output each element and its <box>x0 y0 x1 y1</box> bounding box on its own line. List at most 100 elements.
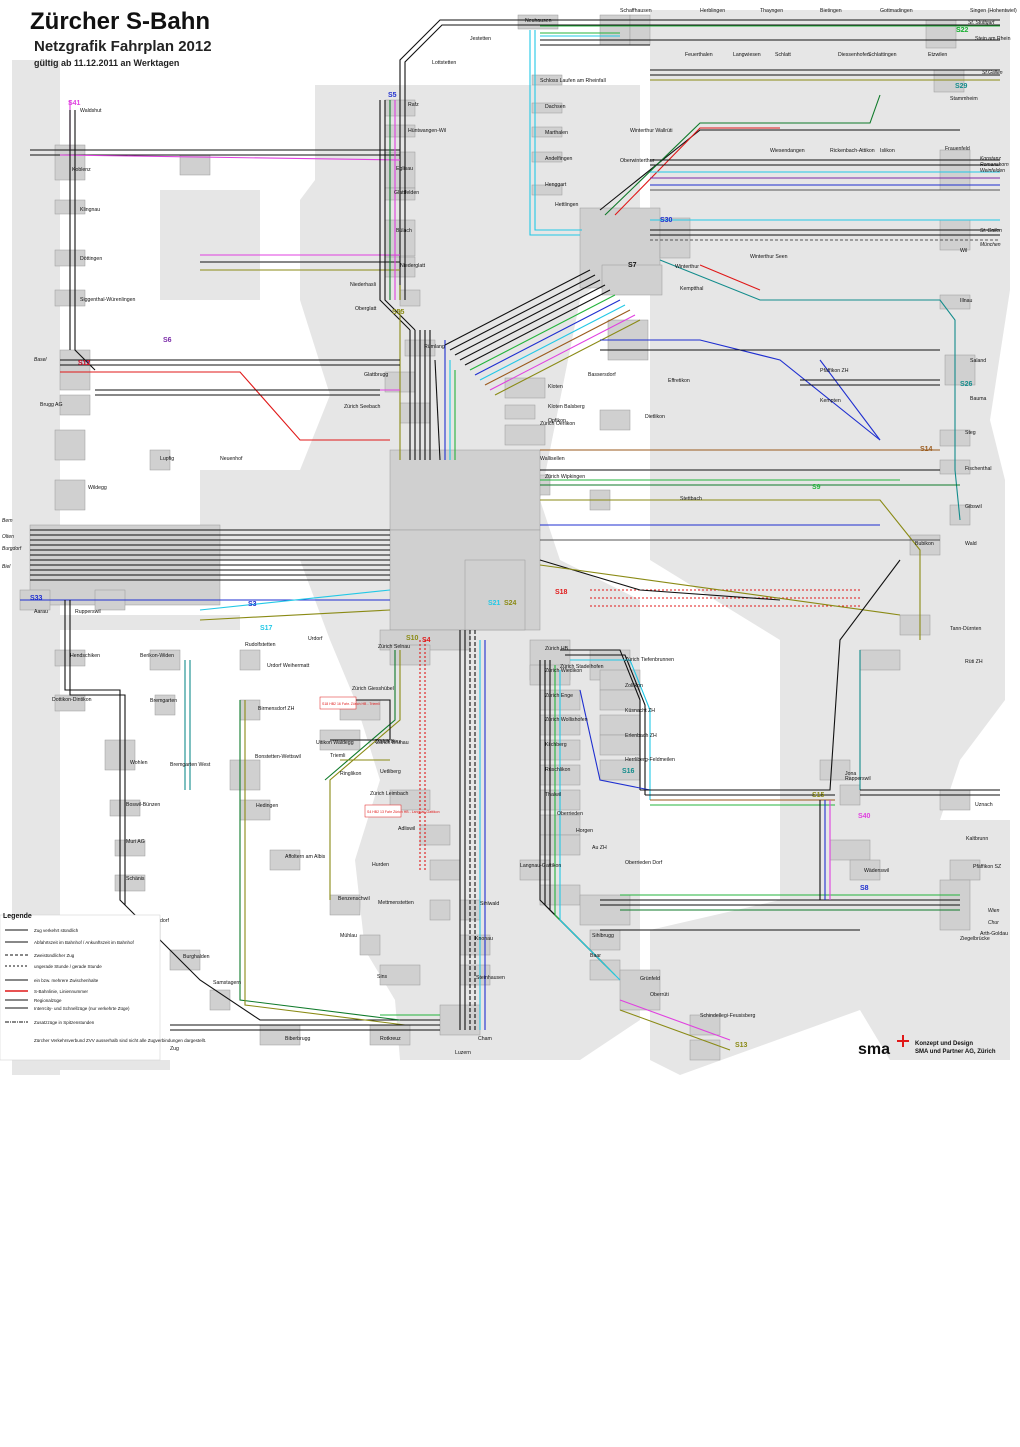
node-115 <box>259 1024 301 1046</box>
line-badge: S15 <box>812 792 825 799</box>
station-label: Hurden <box>372 862 389 868</box>
line-badges: S2S3S4S5S6S7S8S9S10S11S12S13S14S15S16S17… <box>30 27 973 1049</box>
line-badge: S55 <box>392 309 405 316</box>
station-label: Döttingen <box>80 256 102 262</box>
legend-item: Interrcity- und Schnellzüge (nur verkehr… <box>34 1006 130 1011</box>
line-badge: S33 <box>30 595 43 602</box>
station-label: Hedingen <box>256 803 278 809</box>
node-51 <box>464 559 526 631</box>
network-lines <box>20 19 1000 1051</box>
station-label: Bremgarten West <box>170 762 211 768</box>
station-label: Hettlingen <box>555 202 578 208</box>
station-label: Benzenschwil <box>338 896 370 902</box>
node-3 <box>925 19 957 49</box>
node-106 <box>359 934 381 956</box>
node-83 <box>839 784 861 806</box>
note-text: S18 HB2 16 Fahr. Zürich HB - Triemli <box>322 702 380 706</box>
direction-label: Weinfelden <box>980 168 1005 174</box>
station-label: Zürich Wiedikon <box>545 668 582 674</box>
station-label: Dottikon-Dintikon <box>52 697 92 703</box>
track-12 <box>599 129 960 211</box>
node-64 <box>859 649 901 671</box>
station-label: Schaffhausen <box>620 8 652 14</box>
node-66 <box>599 689 641 711</box>
track-4 <box>534 30 582 231</box>
track-58 <box>479 304 626 381</box>
track-3 <box>529 30 580 236</box>
station-label: Kilchberg <box>545 742 567 748</box>
station-label: Oberrieden <box>557 811 583 817</box>
station-label: Rüschlikon <box>545 767 570 773</box>
line-badge: S12 <box>78 360 91 367</box>
direction-label: St. Stuttgart <box>968 20 995 26</box>
station-label: Muri AG <box>126 839 145 845</box>
node-111 <box>589 959 621 981</box>
legend-item: Zweistündlicher Zug <box>34 953 75 958</box>
station-label: Zürich Leimbach <box>370 791 408 797</box>
station-label: Zug <box>170 1046 179 1052</box>
station-label: Aarau <box>34 609 48 615</box>
direction-label: St.Gallen <box>982 70 1003 76</box>
station-label: Winterthur Seen <box>750 254 788 260</box>
station-label: Steg <box>965 430 976 436</box>
station-label: Opfikon <box>548 418 566 424</box>
track-61 <box>494 319 641 396</box>
station-label: Burghalden <box>183 954 210 960</box>
legend-item: Zusatzzüge in Spitzenstunden <box>34 1020 95 1025</box>
track-116 <box>579 689 651 791</box>
station-label: Bubikon <box>915 541 934 547</box>
node-112 <box>619 969 661 1011</box>
station-label: Bauma <box>970 396 987 402</box>
track-60 <box>489 314 636 391</box>
track-140 <box>244 700 406 1026</box>
station-label: Illnau <box>960 298 973 304</box>
track-25 <box>659 259 961 521</box>
line-badge: S40 <box>858 813 871 820</box>
track-84 <box>539 564 901 616</box>
station-label: Bremgarten <box>150 698 177 704</box>
legend-item: Abfahrtszeit im Bahnhof / Ankunftszeit i… <box>34 940 135 945</box>
node-32 <box>59 394 91 416</box>
station-label: Berikon-Widen <box>140 653 174 659</box>
legend-item: ungerade Stunde / gerade Stunde <box>34 964 102 969</box>
track-56 <box>469 294 616 371</box>
station-label: Cham <box>478 1036 492 1042</box>
station-label: Zürich Seebach <box>344 404 380 410</box>
line-badge: S17 <box>260 625 273 632</box>
station-label: Uznach <box>975 802 993 808</box>
track-55 <box>464 289 611 366</box>
station-label: Zürich Stadelhofen <box>560 664 604 670</box>
station-label: Mettmenstetten <box>378 900 414 906</box>
track-139 <box>239 700 401 1021</box>
node-68 <box>154 694 176 716</box>
line-badge: S29 <box>955 83 968 90</box>
track-121 <box>559 670 621 981</box>
direction-label: Olten <box>2 534 14 540</box>
station-label: Knonau <box>475 936 493 942</box>
node-118 <box>689 1039 721 1061</box>
validity-note: gültig ab 11.12.2011 an Werktagen <box>34 58 180 68</box>
direction-label: Konstanz <box>980 156 1001 162</box>
station-label: Feuerthalen <box>685 52 713 58</box>
node-109 <box>379 964 421 986</box>
station-label: Uetliberg <box>380 769 401 775</box>
node-84 <box>939 789 971 811</box>
station-label: Koblenz <box>72 167 91 173</box>
station-label: Winterthur <box>675 264 699 270</box>
station-label: Langnau-Gattikon <box>520 863 561 869</box>
station-label: Schlattingen <box>868 52 897 58</box>
station-label: Pfäffikon SZ <box>973 864 1001 870</box>
station-label: Wald <box>965 541 977 547</box>
station-label: Marthalen <box>545 130 568 136</box>
station-label: Stein am Rhein <box>975 36 1011 42</box>
station-label: Neuenhof <box>220 456 243 462</box>
node-97 <box>949 859 981 881</box>
line-badge: S7 <box>628 262 637 269</box>
station-label: Niederhasli <box>350 282 376 288</box>
node-72 <box>599 714 641 736</box>
track-46 <box>434 359 441 461</box>
